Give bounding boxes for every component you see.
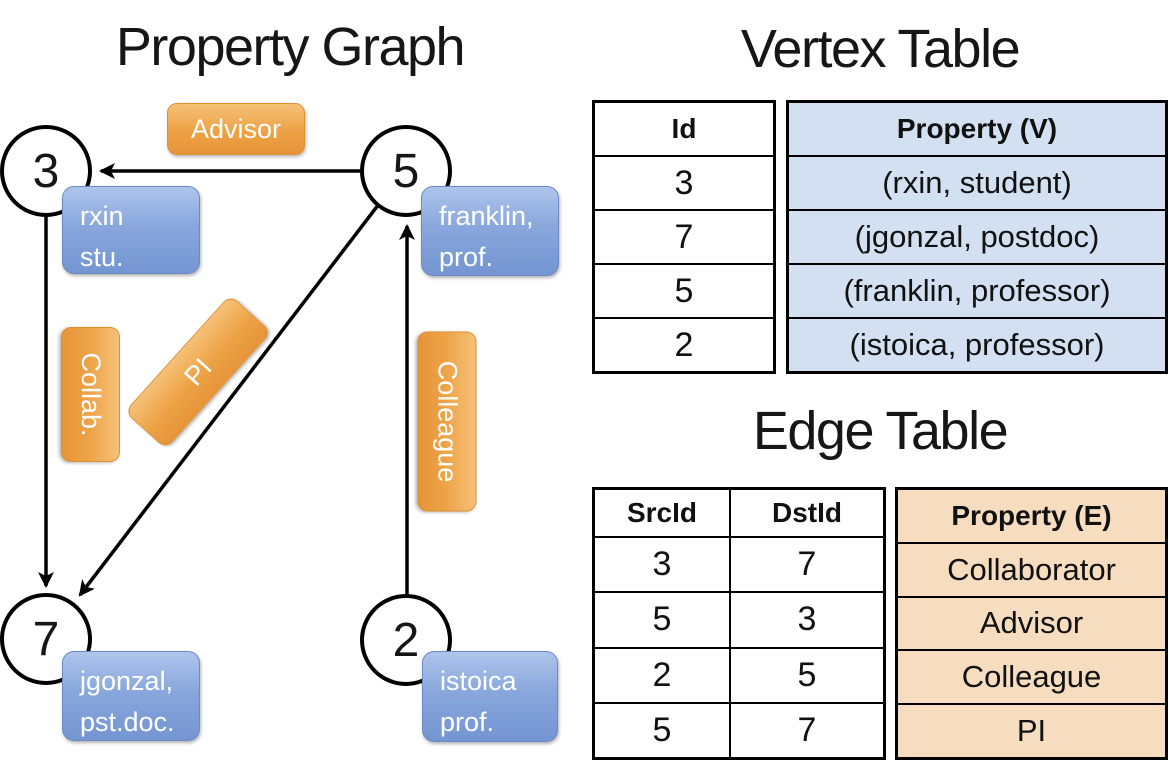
node-id: 5 bbox=[392, 144, 420, 198]
table-cell: Colleague bbox=[898, 649, 1165, 703]
table-cell: 5 bbox=[595, 591, 729, 646]
vertex-label-line: franklin, bbox=[439, 201, 534, 231]
table-cell: 7 bbox=[729, 536, 883, 592]
vertex-table-header-id: Id bbox=[671, 113, 697, 144]
table-cell: 5 bbox=[595, 701, 729, 757]
table-cell: Collaborator bbox=[898, 541, 1165, 596]
edge-table-title: Edge Table bbox=[752, 401, 1009, 461]
vertex-label-rxin: rxin stu. bbox=[62, 186, 200, 274]
node-id: 3 bbox=[32, 144, 60, 198]
table-cell: 3 bbox=[595, 155, 773, 209]
vertex-label-line: prof. bbox=[440, 706, 495, 737]
table-cell: PI bbox=[898, 703, 1165, 757]
edge-label-collab: Collab. bbox=[61, 327, 120, 462]
node-id: 2 bbox=[392, 613, 420, 667]
table-cell: 2 bbox=[595, 646, 729, 702]
graph-node-5: 5 bbox=[360, 125, 452, 217]
node-id: 7 bbox=[32, 612, 60, 666]
edge-label-colleague: Colleague bbox=[417, 331, 477, 512]
edge-table-id-columns: SrcId DstId 3 7 5 3 2 5 5 7 bbox=[592, 487, 886, 760]
vertex-label-istoica: istoica prof. bbox=[422, 651, 558, 742]
vertex-label-line: pst.doc. bbox=[80, 706, 175, 737]
vertex-table-id-column: Id 3 7 5 2 bbox=[592, 100, 776, 374]
vertex-label-jgonzal: jgonzal, pst.doc. bbox=[62, 651, 200, 741]
vertex-label-franklin: franklin, prof. bbox=[421, 186, 559, 276]
vertex-table-property-column: Property (V) (rxin, student) (jgonzal, p… bbox=[786, 100, 1168, 374]
vertex-label-line: istoica bbox=[440, 666, 517, 696]
edge-5-7 bbox=[78, 198, 384, 597]
vertex-table-title: Vertex Table bbox=[740, 19, 1021, 79]
table-cell: (istoica, professor) bbox=[789, 317, 1165, 371]
vertex-table-header-property: Property (V) bbox=[896, 113, 1058, 144]
table-cell: (franklin, professor) bbox=[789, 263, 1165, 317]
edge-table-property-column: Property (E) Collaborator Advisor Collea… bbox=[895, 487, 1168, 760]
graph-edges-svg bbox=[38, 163, 415, 598]
vertex-label-line: prof. bbox=[439, 241, 494, 272]
table-cell: 7 bbox=[595, 209, 773, 263]
property-graph-title: Property Graph bbox=[115, 17, 466, 77]
vertex-label-line: stu. bbox=[80, 241, 124, 272]
vertex-label-line: rxin bbox=[80, 201, 124, 231]
table-cell: 3 bbox=[595, 536, 729, 591]
table-cell: 7 bbox=[729, 701, 883, 757]
table-cell: 2 bbox=[595, 317, 773, 371]
graph-node-2: 2 bbox=[360, 594, 452, 686]
edge-label-advisor: Advisor bbox=[167, 103, 305, 155]
table-cell: 5 bbox=[595, 263, 773, 317]
table-cell: (rxin, student) bbox=[789, 155, 1165, 209]
vertex-label-line: jgonzal, bbox=[80, 666, 174, 696]
table-cell: (jgonzal, postdoc) bbox=[789, 209, 1165, 263]
edge-table-header-srcid: SrcId bbox=[626, 497, 698, 529]
table-cell: Advisor bbox=[898, 595, 1165, 650]
table-cell: 3 bbox=[729, 591, 883, 647]
table-cell: 5 bbox=[729, 646, 883, 702]
edge-table-header-property: Property (E) bbox=[951, 499, 1112, 531]
edge-table-header-dstid: DstId bbox=[729, 490, 883, 537]
